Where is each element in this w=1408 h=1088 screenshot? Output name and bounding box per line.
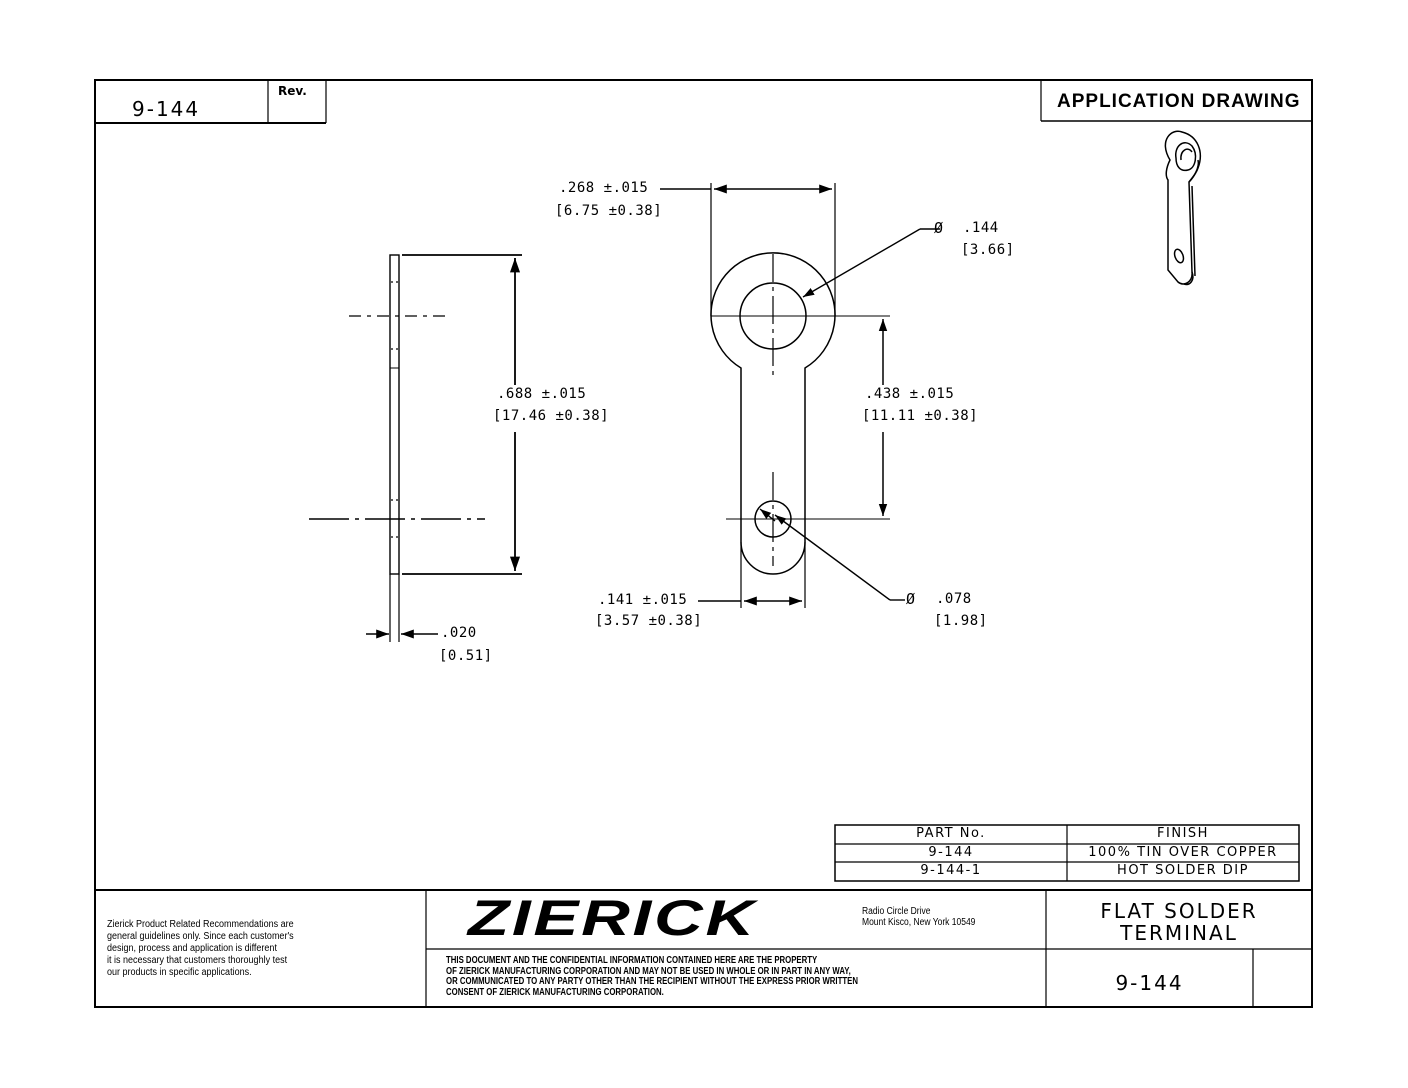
dim-thickness-metric: [0.51] <box>439 648 493 664</box>
dim-width-top-metric: [6.75 ±0.38] <box>555 203 663 219</box>
dim-overall-length-imperial: .688 ±.015 <box>497 386 587 402</box>
product-name-line-2: TERMINAL <box>1120 921 1238 945</box>
company-logo: ZIERICK <box>468 890 757 946</box>
finish-table-header-part-no: PART No. <box>916 826 986 841</box>
dim-width-bottom-imperial: .141 ±.015 <box>598 592 688 608</box>
title-block-grid <box>95 889 1312 1007</box>
application-drawing-box <box>1040 80 1312 122</box>
confidentiality-line: THIS DOCUMENT AND THE CONFIDENTIAL INFOR… <box>446 955 818 966</box>
dim-width-top-imperial: .268 ±.015 <box>559 180 649 196</box>
finish-table-grid <box>834 824 1300 882</box>
dim-hole-spacing-metric: [11.11 ±0.38] <box>862 408 979 424</box>
isometric-terminal-illustration <box>1164 130 1202 286</box>
drawing-number: 9-144 <box>1115 971 1184 995</box>
side-view <box>309 254 522 642</box>
dim-hole-small-metric: [1.98] <box>934 613 988 629</box>
header-part-number: 9-144 <box>132 97 201 121</box>
dim-hole-spacing-imperial: .438 ±.015 <box>865 386 955 402</box>
disclaimer-line: general guidelines only. Since each cust… <box>107 931 294 942</box>
finish-table-row-2-part: 9-144-1 <box>920 863 982 878</box>
dim-hole-small-imperial: .078 <box>936 591 972 607</box>
dim-hole-small-symbol: Ø <box>906 590 916 608</box>
application-drawing-title: APPLICATION DRAWING <box>1057 91 1301 112</box>
dim-hole-large-metric: [3.66] <box>961 242 1015 258</box>
dim-width-bottom-metric: [3.57 ±0.38] <box>595 613 703 629</box>
dim-hole-large-imperial: .144 <box>963 220 999 236</box>
confidentiality-notice: THIS DOCUMENT AND THE CONFIDENTIAL INFOR… <box>446 955 858 998</box>
confidentiality-line: CONSENT OF ZIERICK MANUFACTURING CORPORA… <box>446 986 664 998</box>
part-number-box <box>95 80 327 124</box>
dim-thickness-imperial: .020 <box>441 625 477 641</box>
finish-table-row-1-finish: 100% TIN OVER COPPER <box>1088 845 1278 860</box>
rev-label: Rev. <box>278 84 307 98</box>
revision-cell <box>1253 950 1312 1007</box>
finish-table-header-finish: FINISH <box>1157 826 1209 841</box>
confidentiality-line: OR COMMUNICATED TO ANY PARTY OTHER THAN … <box>446 976 858 987</box>
sheet-border <box>94 79 1313 1008</box>
confidentiality-line: OF ZIERICK MANUFACTURING CORPORATION AND… <box>446 965 851 977</box>
disclaimer-line: our products in specific applications. <box>107 967 252 978</box>
product-name-line-1: FLAT SOLDER <box>1100 899 1258 923</box>
dim-hole-large-symbol: Ø <box>934 219 944 237</box>
disclaimer-line: Zierick Product Related Recommendations … <box>107 919 294 930</box>
dim-overall-length-metric: [17.46 ±0.38] <box>493 408 610 424</box>
disclaimer-note: Zierick Product Related Recommendations … <box>107 919 294 979</box>
company-address: Radio Circle Drive Mount Kisco, New York… <box>862 906 975 928</box>
address-line-1: Radio Circle Drive <box>862 906 931 917</box>
disclaimer-line: design, process and application is diffe… <box>107 943 277 954</box>
disclaimer-line: it is necessary that customers thoroughl… <box>107 955 288 966</box>
front-view <box>660 183 940 608</box>
address-line-2: Mount Kisco, New York 10549 <box>862 917 976 928</box>
finish-table-row-1-part: 9-144 <box>928 845 974 860</box>
finish-table-row-2-finish: HOT SOLDER DIP <box>1117 863 1249 878</box>
